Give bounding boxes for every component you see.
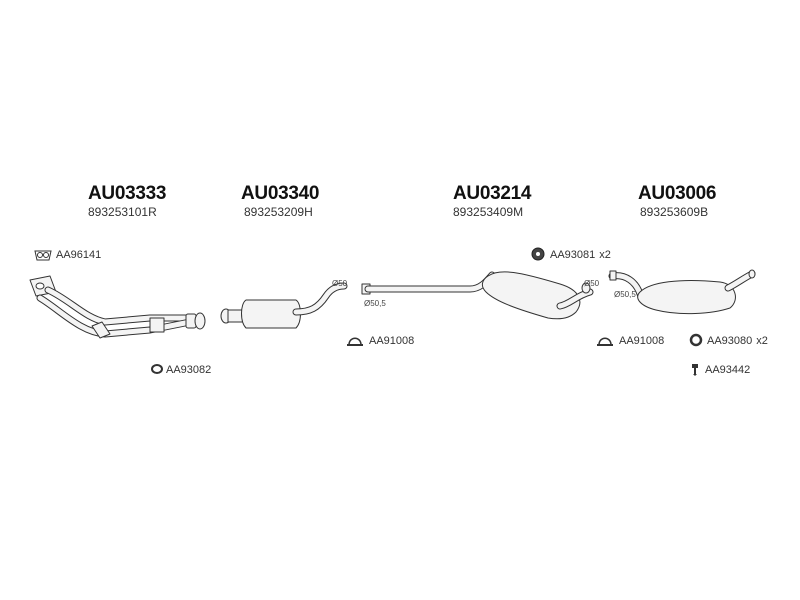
accessory-code: AA93082 [166, 364, 212, 376]
accessory-quantity: x2 [756, 335, 768, 347]
accessory-code: AA91008 [619, 335, 665, 347]
dimension-label: Ø50,5 [614, 290, 636, 299]
dimension-label: Ø50 [584, 279, 600, 288]
accessory-gasket: AA96141 [56, 249, 101, 261]
accessory-clamp-middle: AA91008 [369, 335, 414, 347]
dimension-label: Ø50 [332, 279, 348, 288]
oe-number-front-silencer: 893253209H [244, 205, 313, 219]
accessory-code: AA91008 [369, 335, 415, 347]
accessory-code: AA96141 [56, 249, 102, 261]
front-pipe-drawing [29, 275, 206, 339]
rubber-mount-icon [531, 247, 545, 261]
part-code-front-silencer: AU03340 [241, 183, 320, 204]
accessory-bolt: AA93442 [705, 364, 750, 376]
rear-silencer-drawing [608, 269, 756, 315]
clamp-icon [597, 337, 613, 346]
middle-silencer-drawing [361, 271, 594, 320]
oe-number-middle-silencer: 893253409M [453, 205, 524, 219]
part-code-rear-silencer: AU03006 [638, 183, 717, 204]
accessory-code: AA93442 [705, 364, 751, 376]
accessory-ring-front: AA93082 [166, 364, 211, 376]
part-code-front-pipe: AU03333 [88, 183, 167, 204]
gasket-icon [34, 250, 52, 261]
oe-number-front-pipe: 893253101R [88, 205, 157, 219]
bolt-icon [692, 364, 698, 376]
part-code-middle-silencer: AU03214 [453, 183, 532, 204]
oe-number-rear-silencer: 893253609B [640, 205, 709, 219]
accessory-code: AA93080 [707, 335, 753, 347]
ring-icon [689, 333, 703, 347]
dimension-label: Ø50,5 [364, 299, 386, 308]
accessory-code: AA93081 [550, 249, 596, 261]
clamp-icon [347, 337, 363, 346]
accessory-quantity: x2 [599, 249, 611, 261]
ring-icon [151, 364, 163, 374]
accessory-clamp-rear: AA91008 [619, 335, 664, 347]
front-silencer-drawing [220, 282, 348, 329]
